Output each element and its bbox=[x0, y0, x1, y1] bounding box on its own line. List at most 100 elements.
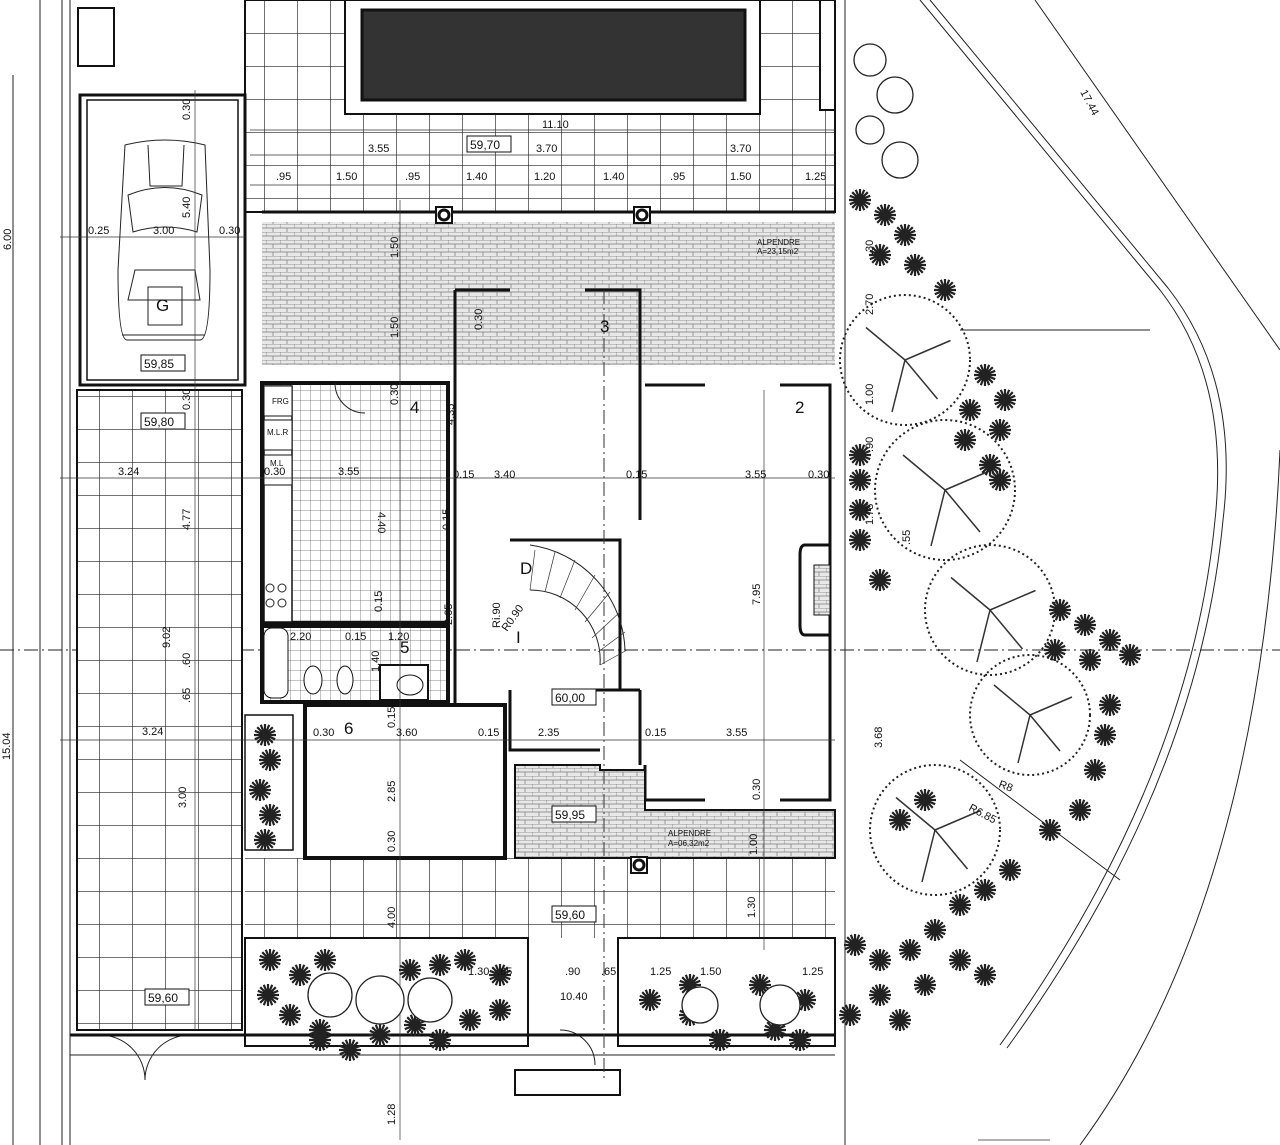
dimension: 3.70 bbox=[730, 143, 751, 155]
bush-icon bbox=[681, 986, 719, 1024]
kitchen-door bbox=[334, 382, 366, 414]
stair-steps bbox=[529, 549, 628, 666]
dimension: 0.30 bbox=[219, 225, 240, 237]
shrub-icon bbox=[454, 949, 476, 971]
dimension: 1.30 bbox=[746, 897, 758, 918]
bush-icon bbox=[876, 76, 914, 114]
garage bbox=[78, 93, 247, 387]
dimension: 4.40 bbox=[375, 512, 387, 533]
shrub-icon bbox=[1094, 724, 1116, 746]
dimension: 7.95 bbox=[751, 584, 763, 605]
porch-area: A=23,15m2 bbox=[757, 247, 799, 256]
shrub-icon bbox=[489, 999, 511, 1021]
shrub-icon bbox=[259, 804, 281, 826]
dimension: R6.85 bbox=[967, 802, 999, 826]
shrub-icon bbox=[289, 964, 311, 986]
stove-icon bbox=[265, 583, 287, 608]
dimension: 3.24 bbox=[118, 466, 139, 478]
shrub-icon bbox=[257, 984, 279, 1006]
bush-icon bbox=[855, 115, 885, 145]
tree-branches-icon bbox=[993, 684, 1073, 764]
dimension: 2.70 bbox=[864, 294, 876, 315]
room-label: G bbox=[156, 296, 169, 315]
shrub-icon bbox=[904, 254, 926, 276]
dimension: 1.50 bbox=[730, 171, 751, 183]
dimension: .65 bbox=[601, 966, 616, 978]
shrub-icon bbox=[839, 1004, 861, 1026]
tree-canopy-icon bbox=[969, 654, 1091, 776]
bush-icon bbox=[881, 141, 919, 179]
elevation-label: 59,60 bbox=[555, 908, 585, 922]
shrub-icon bbox=[489, 964, 511, 986]
dimension: 0.15 bbox=[453, 469, 474, 481]
dimension: 1.50 bbox=[336, 171, 357, 183]
shrub-icon bbox=[369, 1024, 391, 1046]
elevation-label: 59,60 bbox=[148, 991, 178, 1005]
dimension: .95 bbox=[405, 171, 420, 183]
dimension: 1.50 bbox=[389, 317, 401, 338]
shrub-icon bbox=[974, 879, 996, 901]
elevation-label: 59,85 bbox=[144, 357, 174, 371]
dimension: .90 bbox=[864, 437, 876, 452]
elevation-label: 59,80 bbox=[144, 415, 174, 429]
shrub-icon bbox=[914, 974, 936, 996]
shrub-icon bbox=[709, 1029, 731, 1051]
shrub-icon bbox=[1099, 694, 1121, 716]
tree-branches-icon bbox=[902, 454, 995, 547]
bush-icon bbox=[307, 972, 353, 1018]
dimension: .65 bbox=[497, 966, 512, 978]
dimension: .90 bbox=[565, 966, 580, 978]
shrub-icon bbox=[789, 1029, 811, 1051]
dimension: .95 bbox=[276, 171, 291, 183]
gate-pillar bbox=[514, 1069, 621, 1096]
dimension: 1.40 bbox=[603, 171, 624, 183]
dimension: 4.77 bbox=[181, 509, 193, 530]
shrub-icon bbox=[849, 529, 871, 551]
outdoor-shower bbox=[77, 7, 115, 67]
shrub-icon bbox=[749, 974, 771, 996]
shrub-icon bbox=[429, 954, 451, 976]
dimension: 0.30 bbox=[181, 99, 193, 120]
dimension: 15.04 bbox=[1, 732, 13, 760]
front-terrace bbox=[245, 858, 835, 938]
shrub-icon bbox=[949, 949, 971, 971]
room-6 bbox=[303, 703, 507, 860]
shrub-icon bbox=[1084, 759, 1106, 781]
top-porch bbox=[262, 222, 835, 365]
shrub-icon bbox=[254, 724, 276, 746]
stair-outline bbox=[529, 544, 626, 666]
dimension: 9.02 bbox=[161, 627, 173, 648]
dimension: 0.15 bbox=[626, 469, 647, 481]
elevation-label: 59,70 bbox=[470, 138, 500, 152]
porch-label: ALPENDRE bbox=[757, 238, 800, 247]
dimension: 0.30 bbox=[386, 831, 398, 852]
dimension: .65 bbox=[181, 688, 193, 703]
dimension: 3.60 bbox=[396, 727, 417, 739]
dimension: 6.00 bbox=[2, 229, 14, 250]
dimension: 0.30 bbox=[181, 389, 193, 410]
shrub-icon bbox=[894, 224, 916, 246]
dimension: 11.10 bbox=[542, 119, 569, 131]
shrub-icon bbox=[869, 569, 891, 591]
shrub-icon bbox=[259, 749, 281, 771]
shrub-icon bbox=[974, 364, 996, 386]
dimension: 3.55 bbox=[338, 466, 359, 478]
dimension: 0.15 bbox=[645, 727, 666, 739]
shrub-icon bbox=[844, 934, 866, 956]
dimension-lines bbox=[60, 90, 1050, 1141]
elevation-label: 59,95 bbox=[555, 808, 585, 822]
kitchen bbox=[260, 381, 450, 625]
shrub-icon bbox=[404, 1014, 426, 1036]
front-porch bbox=[514, 764, 836, 859]
dimension: .60 bbox=[181, 653, 193, 668]
shrub-icon bbox=[1119, 644, 1141, 666]
shrub-icon bbox=[1069, 799, 1091, 821]
dimension: 1.78 bbox=[864, 504, 876, 525]
labels: 59,70 59,85 59,80 60,00 59,95 59,60 59,6… bbox=[1, 88, 1101, 1125]
shrub-icon bbox=[874, 204, 896, 226]
car-icon bbox=[117, 139, 211, 341]
bush-icon bbox=[759, 984, 801, 1026]
vegetation bbox=[249, 43, 1141, 1061]
shrub-icon bbox=[1044, 639, 1066, 661]
shrub-icon bbox=[849, 189, 871, 211]
